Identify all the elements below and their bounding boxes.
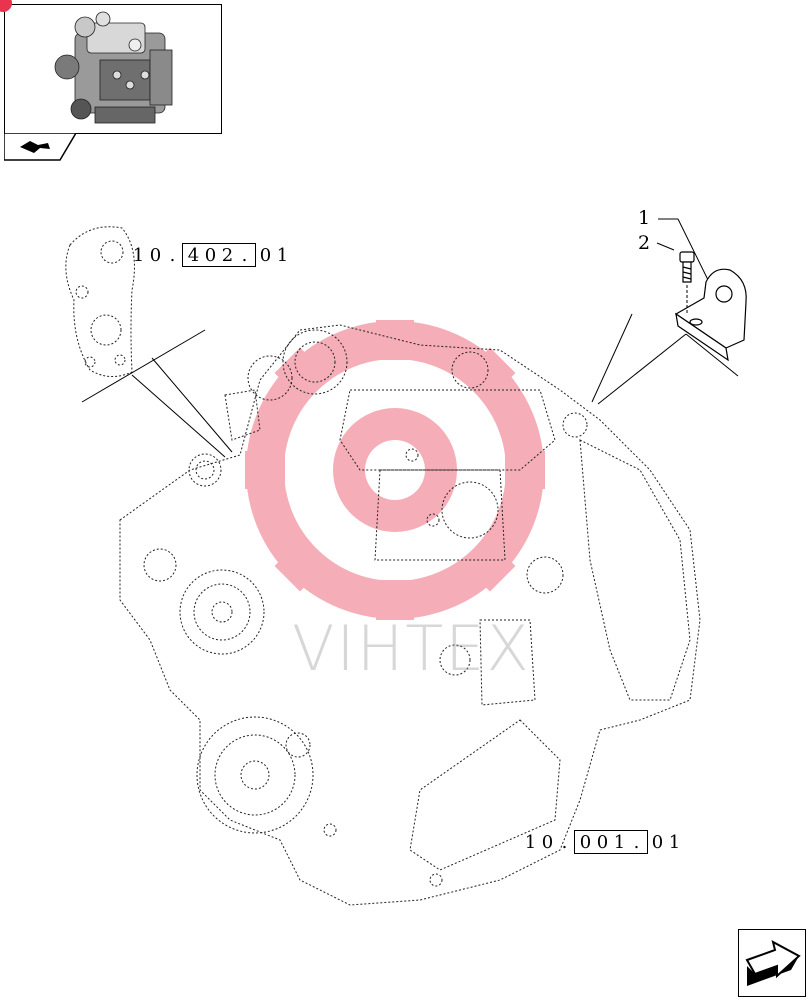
ref-char: 0 — [579, 831, 592, 853]
ref-char: . — [241, 244, 248, 266]
ref-char: 0 — [541, 831, 554, 853]
ref-char: 2 — [221, 244, 234, 266]
ref-char: . — [169, 244, 176, 266]
ref-char: . — [633, 831, 640, 853]
next-arrow-icon — [745, 940, 801, 986]
corner-brand-dot — [0, 0, 12, 12]
engine-thumbnail[interactable] — [4, 4, 222, 134]
engine-thumbnail-image — [54, 11, 173, 124]
ref-char: 0 — [596, 831, 609, 853]
reference-label-001[interactable]: 1 0 . 0 0 1 . 0 1 — [522, 830, 683, 854]
ref-char: 1 — [132, 244, 145, 266]
thumbnail-nav-tab[interactable] — [3, 132, 78, 161]
ref-char: 0 — [149, 244, 162, 266]
ref-box: 4 0 2 . — [182, 243, 256, 267]
return-arrow-icon — [3, 132, 78, 161]
reference-label-402[interactable]: 1 0 . 4 0 2 . 0 1 — [130, 243, 291, 267]
ref-char: 0 — [259, 244, 272, 266]
ref-char: . — [561, 831, 568, 853]
ref-char: 1 — [276, 244, 289, 266]
callout-item-2[interactable]: 2 — [638, 232, 651, 254]
watermark-text: VIHTEX — [292, 612, 531, 685]
ref-box: 0 0 1 . — [574, 830, 648, 854]
ref-char: 0 — [204, 244, 217, 266]
next-page-button[interactable] — [738, 929, 806, 997]
ref-char: 1 — [668, 831, 681, 853]
ref-char: 1 — [524, 831, 537, 853]
ref-char: 0 — [651, 831, 664, 853]
ref-char: 1 — [613, 831, 626, 853]
ref-char: 4 — [187, 244, 200, 266]
callout-item-1[interactable]: 1 — [638, 207, 651, 229]
